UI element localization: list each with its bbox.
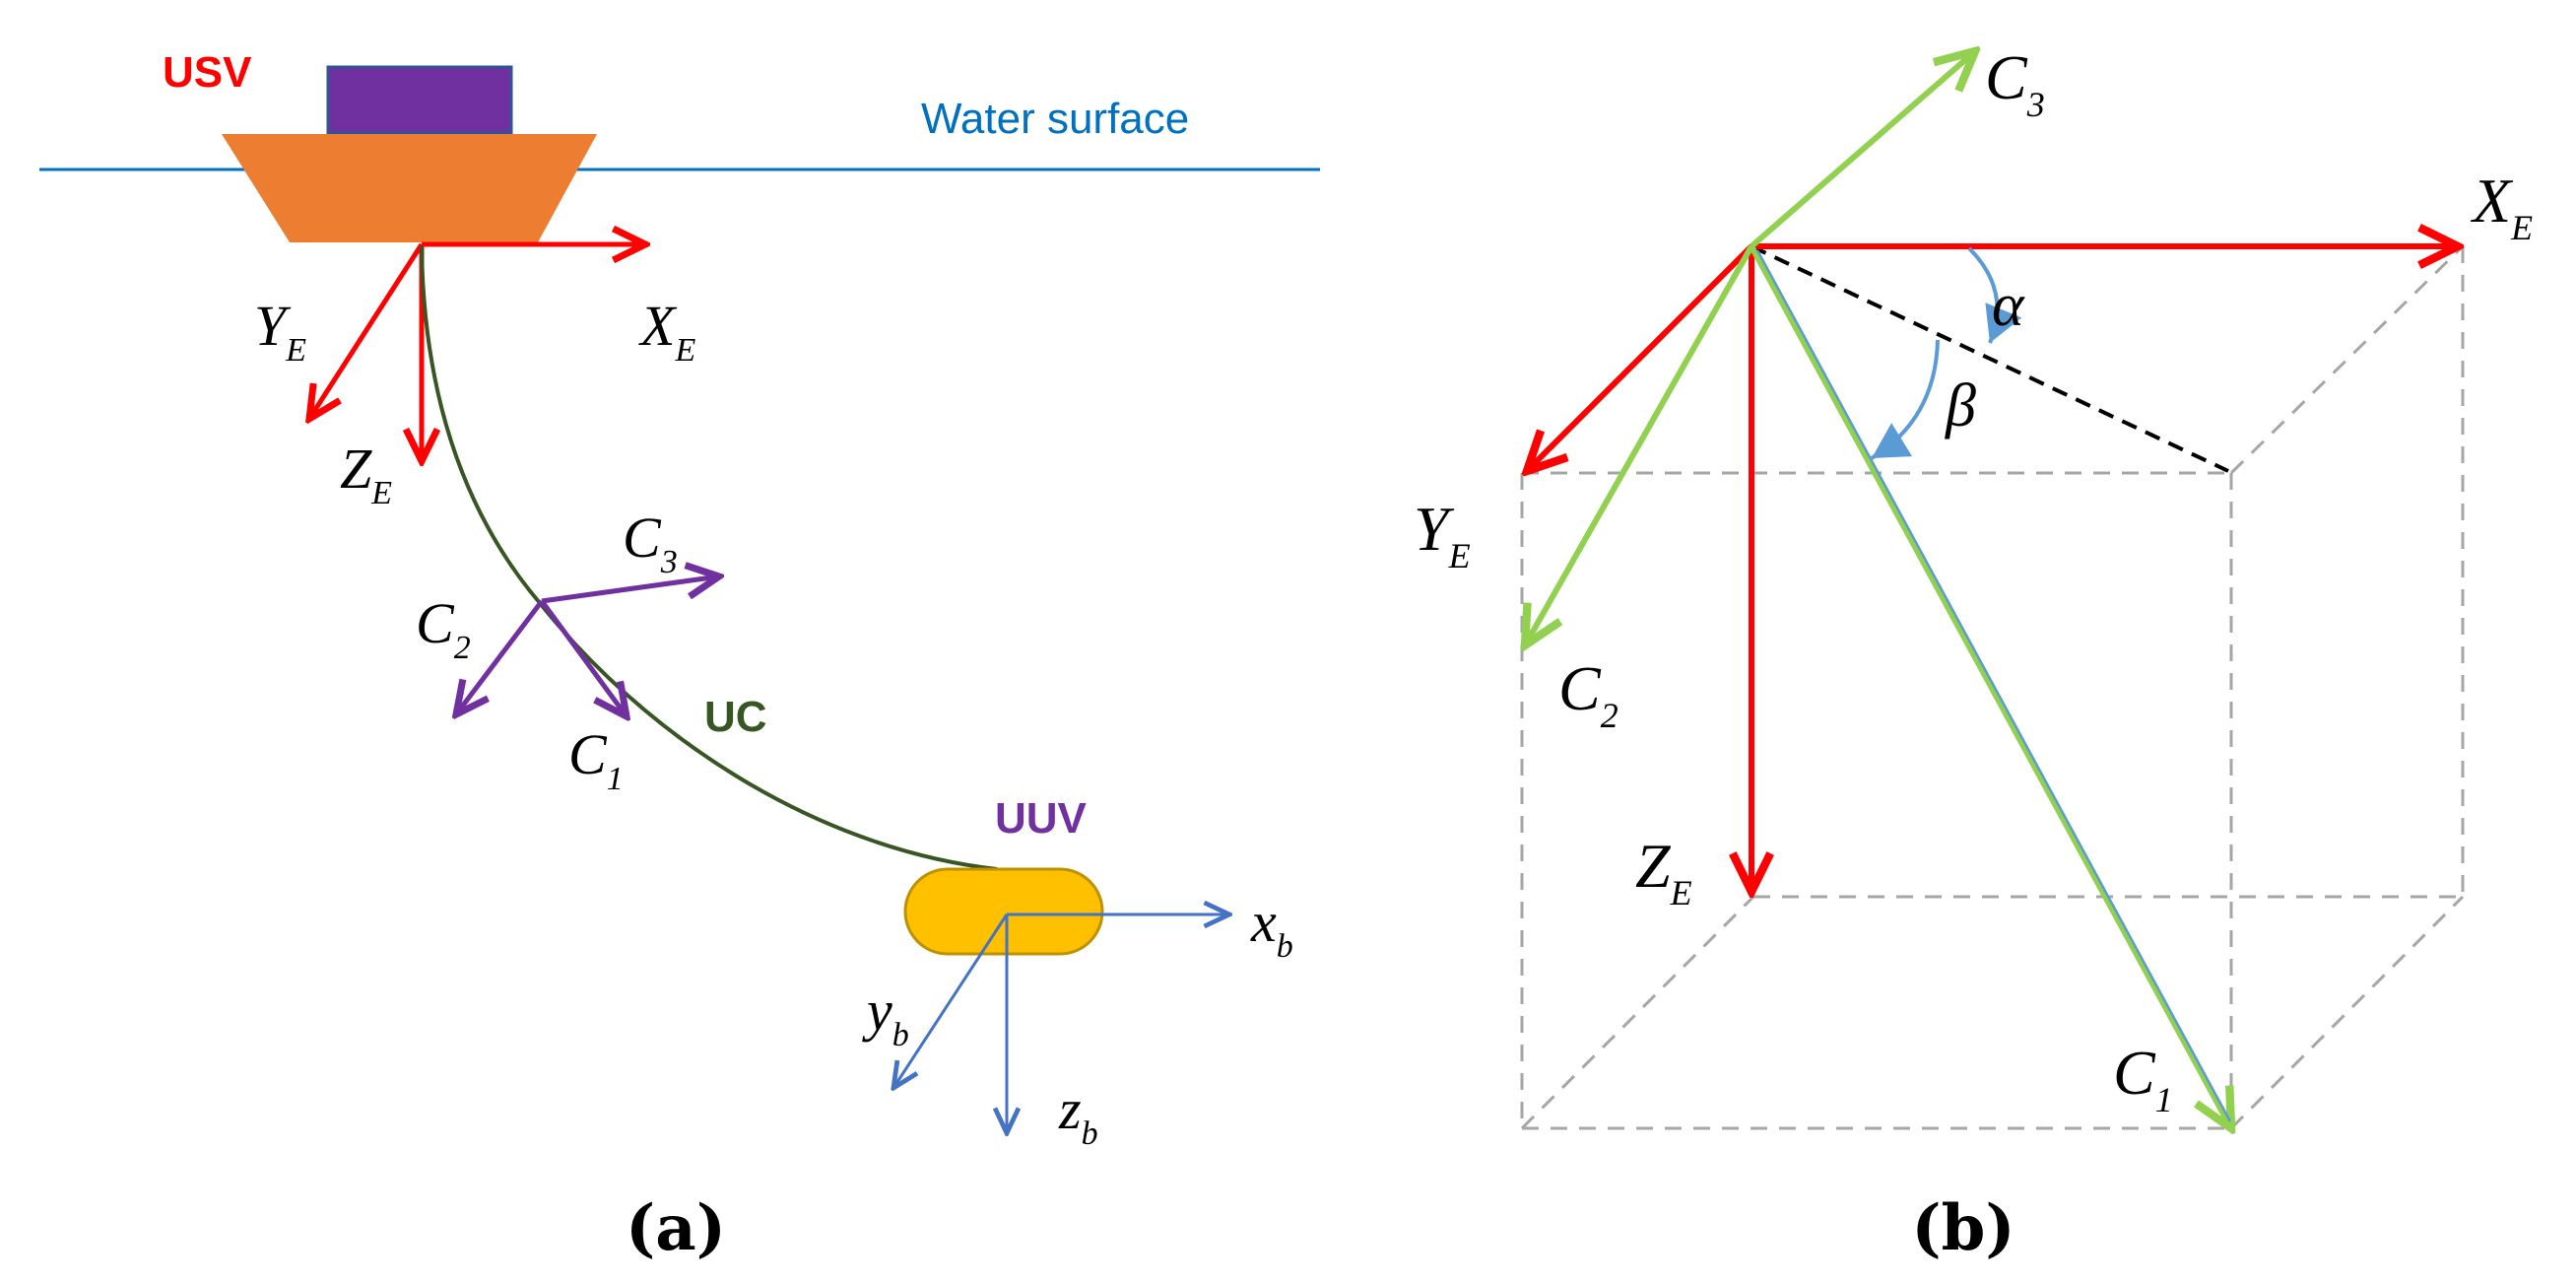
ye-label-b: YE — [1414, 494, 1471, 575]
panel-b: α β XE YE ZE C3 C2 C1 (b) — [1414, 42, 2533, 1265]
xb-label: xb — [1250, 890, 1293, 965]
c3-axis-arrow-b — [1750, 51, 1975, 249]
c3-label-b: C3 — [1985, 42, 2045, 124]
c2-label: C2 — [416, 591, 471, 666]
projection-dashed-line — [1750, 244, 2229, 473]
zb-label: zb — [1058, 1077, 1098, 1152]
c1-axis-arrow-b — [1749, 244, 2231, 1128]
xe-label-b: XE — [2470, 166, 2533, 247]
uuv-body — [903, 867, 1104, 956]
umbilical-cable — [420, 245, 998, 871]
uuv-label: UUV — [995, 794, 1088, 843]
uc-label: UC — [704, 693, 767, 741]
caption-a: (a) — [626, 1191, 726, 1265]
c1-label-b: C1 — [2113, 1038, 2173, 1119]
yb-label: yb — [862, 979, 909, 1053]
beta-arc — [1870, 339, 1940, 460]
c1-axis-blue-trace — [1755, 249, 2232, 1122]
ze-label-b: ZE — [1635, 831, 1692, 912]
caption-b: (b) — [1911, 1191, 2015, 1265]
panel-a: Water surface USV XE YE ZE UC C3 C2 C1 U… — [39, 48, 1320, 1265]
xe-label: XE — [638, 294, 695, 369]
usv-cabin — [326, 65, 513, 135]
alpha-label: α — [1992, 272, 2025, 339]
beta-label: β — [1945, 372, 1976, 439]
c2-axis-arrow — [456, 599, 544, 714]
c1-axis-arrow — [539, 599, 627, 716]
alpha-arc — [1967, 246, 2022, 344]
ze-label: ZE — [340, 437, 392, 511]
c1-label: C1 — [568, 722, 624, 797]
c3-label: C3 — [623, 506, 678, 580]
ye-axis-arrow-b — [1527, 243, 1754, 471]
c2-label-b: C2 — [1558, 653, 1618, 735]
c2-axis-arrow-b — [1525, 244, 1754, 645]
water-surface-label: Water surface — [921, 95, 1189, 143]
usv-hull — [222, 134, 597, 242]
ye-label: YE — [254, 294, 306, 369]
c3-axis-arrow — [541, 576, 719, 604]
yb-axis-arrow — [893, 913, 1009, 1088]
usv-label: USV — [163, 48, 252, 97]
ye-axis-arrow — [309, 242, 425, 419]
